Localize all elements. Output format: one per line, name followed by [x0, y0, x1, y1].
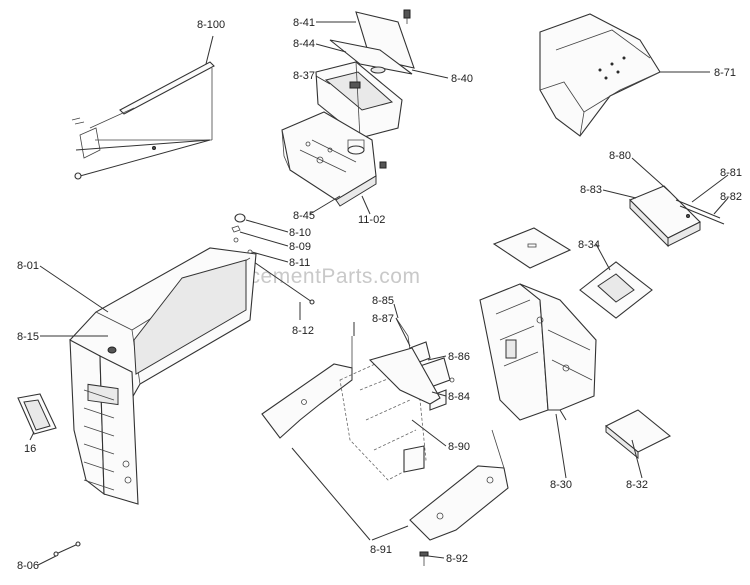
label-8-80: 8-80: [609, 150, 631, 162]
label-8-10: 8-10: [289, 227, 311, 239]
part-8-71-hood[interactable]: [539, 13, 661, 137]
part-8-06-pin[interactable]: [53, 541, 81, 557]
part-8-01-hood-grille[interactable]: [69, 247, 257, 505]
label-8-01: 8-01: [17, 260, 39, 272]
label-8-09: 8-09: [289, 241, 311, 253]
part-8-40-plate[interactable]: [329, 9, 415, 75]
label-8-40: 8-40: [451, 73, 473, 85]
label-8-41: 8-41: [293, 17, 315, 29]
label-8-12: 8-12: [292, 325, 314, 337]
label-8-83: 8-83: [580, 184, 602, 196]
label-8-44: 8-44: [293, 38, 315, 50]
label-8-71: 8-71: [714, 67, 736, 79]
part-8-34-panels[interactable]: [492, 227, 653, 319]
label-8-32: 8-32: [626, 479, 648, 491]
label-8-82: 8-82: [720, 191, 742, 203]
part-16-emblem[interactable]: [17, 393, 57, 435]
part-8-32-plate[interactable]: [604, 409, 672, 460]
label-8-84: 8-84: [448, 391, 470, 403]
label-8-11: 8-11: [289, 257, 310, 269]
part-8-45-pan[interactable]: [281, 111, 387, 207]
part-8-84-brackets[interactable]: [368, 317, 455, 473]
label-8-85: 8-85: [372, 295, 394, 307]
label-8-81: 8-81: [720, 167, 742, 179]
label-8-92: 8-92: [446, 553, 468, 565]
leader-lines: [29, 21, 729, 566]
part-8-100-bracket[interactable]: [71, 61, 215, 180]
label-8-91: 8-91: [370, 544, 392, 556]
part-8-12-rod-hardware[interactable]: [231, 213, 315, 305]
part-8-30-dash-frame[interactable]: [479, 283, 597, 421]
part-8-92-screw[interactable]: [419, 551, 429, 566]
label-8-90: 8-90: [448, 441, 470, 453]
label-8-34: 8-34: [578, 239, 600, 251]
label-8-100: 8-100: [197, 19, 225, 31]
label-16: 16: [24, 443, 36, 455]
part-8-37-console[interactable]: [315, 61, 403, 139]
label-11-02: 11-02: [358, 214, 385, 226]
part-labels: 8-100 8-41 8-44 8-37 8-40 8-71 8-80 8-81…: [17, 17, 742, 572]
label-8-15: 8-15: [17, 331, 39, 343]
label-8-86: 8-86: [448, 351, 470, 363]
label-8-87: 8-87: [372, 313, 394, 325]
label-8-45: 8-45: [293, 210, 315, 222]
label-8-30: 8-30: [550, 479, 572, 491]
part-8-83-tray[interactable]: [629, 185, 725, 248]
label-8-37: 8-37: [293, 70, 315, 82]
part-8-91-side-frame[interactable]: [261, 322, 509, 541]
label-8-06: 8-06: [17, 560, 39, 572]
